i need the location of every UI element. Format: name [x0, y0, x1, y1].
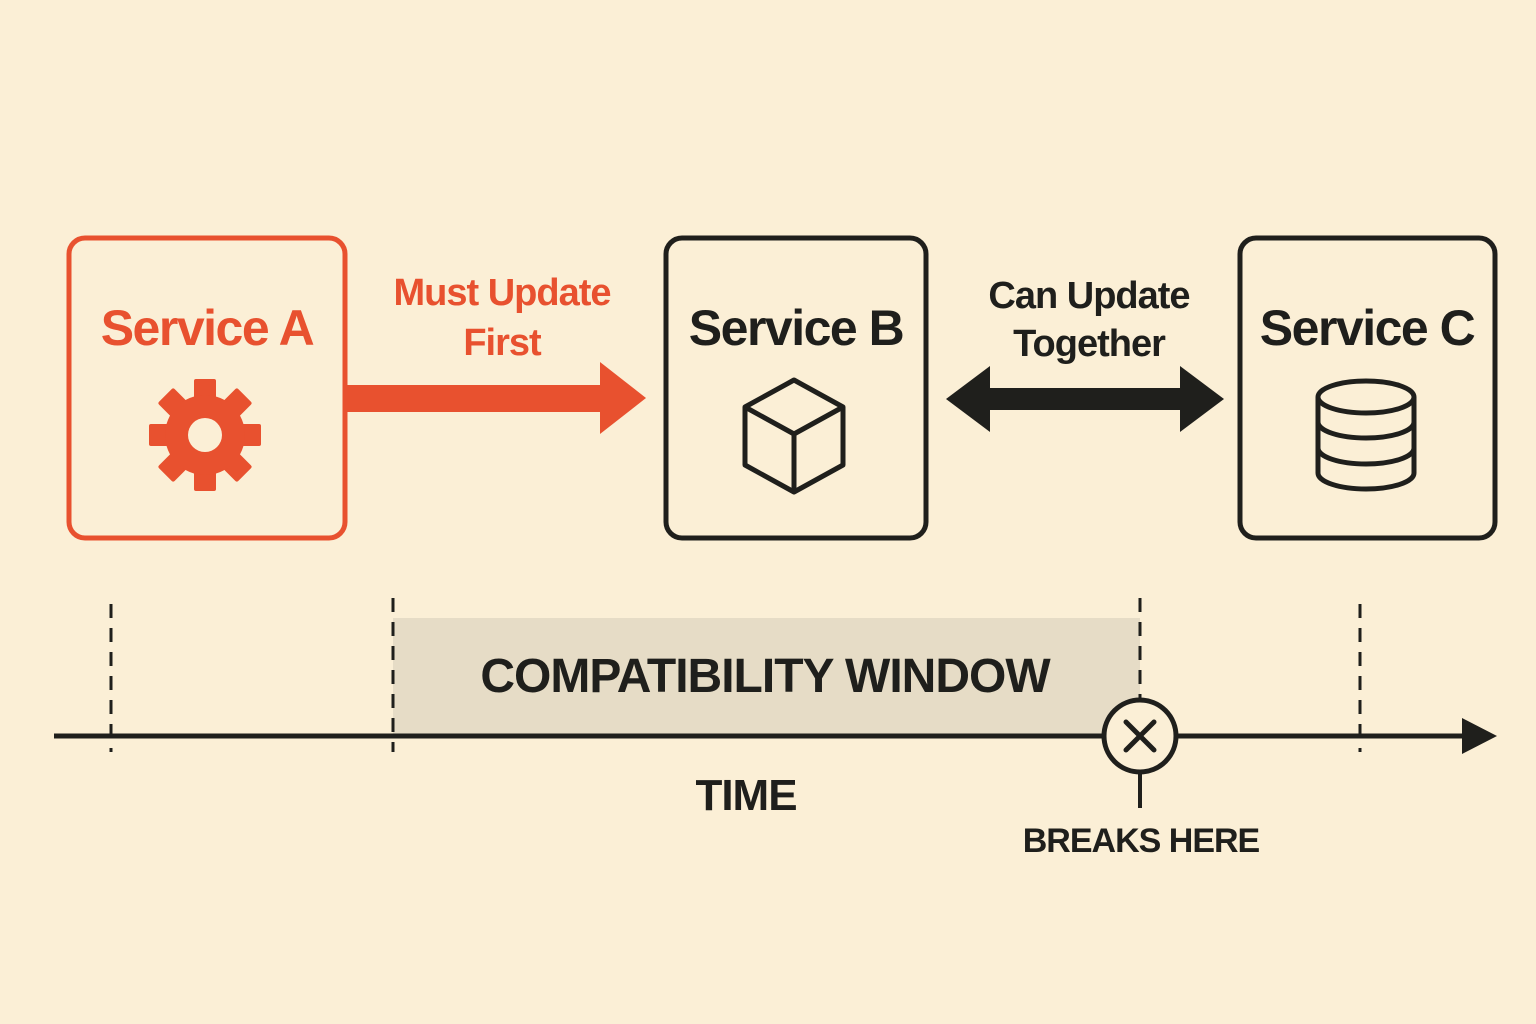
- service-a-label: Service A: [101, 300, 314, 356]
- service-c-label: Service C: [1260, 300, 1475, 356]
- arrow-b-c-label-line2: Together: [1013, 323, 1166, 365]
- arrow-a-to-b-label-line2: First: [463, 322, 542, 364]
- breaks-here-label: BREAKS HERE: [1023, 822, 1260, 860]
- time-axis-label: TIME: [695, 771, 796, 820]
- timeline-markers: [109, 598, 1362, 752]
- arrow-b-c-label-line1: Can Update: [988, 275, 1189, 317]
- compatibility-window-label: COMPATIBILITY WINDOW: [480, 650, 1051, 703]
- time-axis: [54, 718, 1497, 754]
- gear-icon: [149, 379, 261, 491]
- service-b-label: Service B: [689, 300, 903, 356]
- arrow-a-to-b-label-line1: Must Update: [394, 272, 611, 314]
- arrow-a-to-b: [345, 362, 646, 434]
- x-circle-icon: [1101, 697, 1179, 775]
- service-b-card: Service B: [663, 235, 929, 541]
- service-a-card: Service A: [66, 235, 348, 541]
- database-icon: [1315, 378, 1417, 492]
- cube-icon: [742, 377, 846, 495]
- service-c-card: Service C: [1237, 235, 1498, 541]
- arrow-b-c-bidirectional: [946, 366, 1224, 432]
- compatibility-window: [393, 618, 1140, 734]
